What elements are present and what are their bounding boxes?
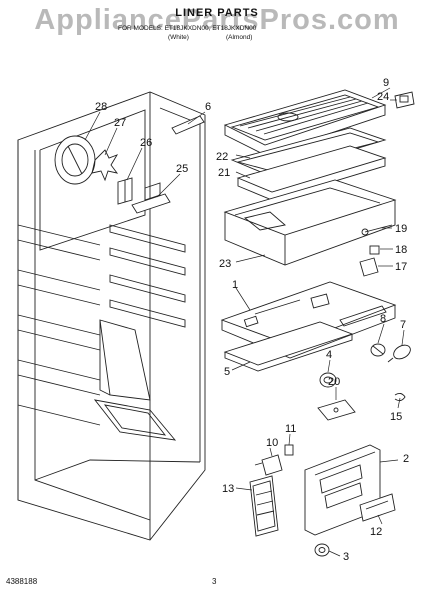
control-knob-shaft bbox=[361, 224, 393, 236]
callout-25: 25 bbox=[176, 163, 188, 175]
callout-15: 15 bbox=[390, 411, 402, 423]
callout-27: 27 bbox=[114, 117, 126, 129]
switch-actuator bbox=[284, 444, 294, 456]
thermostat-bracket bbox=[317, 399, 356, 421]
thermostat-knob bbox=[319, 372, 337, 388]
control-housing-cap bbox=[359, 257, 379, 277]
callout-13: 13 bbox=[222, 483, 234, 495]
control-knob bbox=[314, 543, 330, 557]
page-number: 3 bbox=[212, 577, 217, 586]
models-subtitle: FOR MODELS: ET18JKXDN00, ET18JKXDN00 bbox=[118, 25, 257, 32]
callout-23: 23 bbox=[219, 258, 231, 270]
light-bulb bbox=[387, 344, 411, 363]
callout-10: 10 bbox=[266, 437, 278, 449]
callout-26: 26 bbox=[140, 137, 152, 149]
callout-6: 6 bbox=[205, 101, 211, 113]
callout-7: 7 bbox=[400, 319, 406, 331]
fan-bracket bbox=[117, 177, 133, 205]
liner-strip bbox=[171, 115, 205, 135]
callout-20: 20 bbox=[328, 376, 340, 388]
callout-9: 9 bbox=[383, 77, 389, 89]
callout-19: 19 bbox=[395, 223, 407, 235]
callout-28: 28 bbox=[95, 101, 107, 113]
wire-clip bbox=[394, 392, 406, 402]
callout-1: 1 bbox=[232, 279, 238, 291]
light-switch bbox=[394, 91, 415, 109]
shelf-cover bbox=[223, 89, 387, 156]
control-front-panel bbox=[304, 444, 381, 536]
color-white-label: (White) bbox=[168, 34, 189, 41]
callout-18: 18 bbox=[395, 244, 407, 256]
callout-24: 24 bbox=[377, 91, 389, 103]
damper-clip bbox=[369, 245, 380, 255]
filter-pad bbox=[249, 475, 279, 537]
door-switch bbox=[254, 454, 283, 476]
callout-22: 22 bbox=[216, 151, 228, 163]
callout-21: 21 bbox=[218, 167, 230, 179]
leader-lines bbox=[84, 87, 405, 557]
shelf-glass bbox=[230, 127, 387, 176]
watermark: AppliancePartsPros.com bbox=[34, 4, 400, 36]
callout-labels: 28 27 26 25 6 9 24 22 21 23 19 18 17 1 8… bbox=[95, 77, 409, 563]
air-baffle bbox=[223, 321, 354, 372]
callout-17: 17 bbox=[395, 261, 407, 273]
control-panel-housing bbox=[220, 281, 397, 359]
nameplate bbox=[359, 493, 396, 522]
meat-drawer bbox=[223, 179, 397, 266]
callout-4: 4 bbox=[326, 349, 332, 361]
callout-2: 2 bbox=[403, 453, 409, 465]
callout-5: 5 bbox=[224, 366, 230, 378]
light-bulb-socket bbox=[370, 343, 386, 357]
part-number: 4388188 bbox=[6, 577, 38, 586]
callout-11: 11 bbox=[285, 423, 296, 435]
diagram-title: LINER PARTS bbox=[175, 7, 259, 19]
callout-3: 3 bbox=[343, 551, 349, 563]
color-almond-label: (Almond) bbox=[226, 34, 253, 41]
light-socket bbox=[131, 182, 171, 214]
fan-blade bbox=[91, 149, 119, 182]
callout-8: 8 bbox=[380, 313, 386, 325]
fan-grille bbox=[54, 135, 96, 185]
callout-12: 12 bbox=[370, 526, 382, 538]
liner-cabinet bbox=[17, 91, 206, 541]
